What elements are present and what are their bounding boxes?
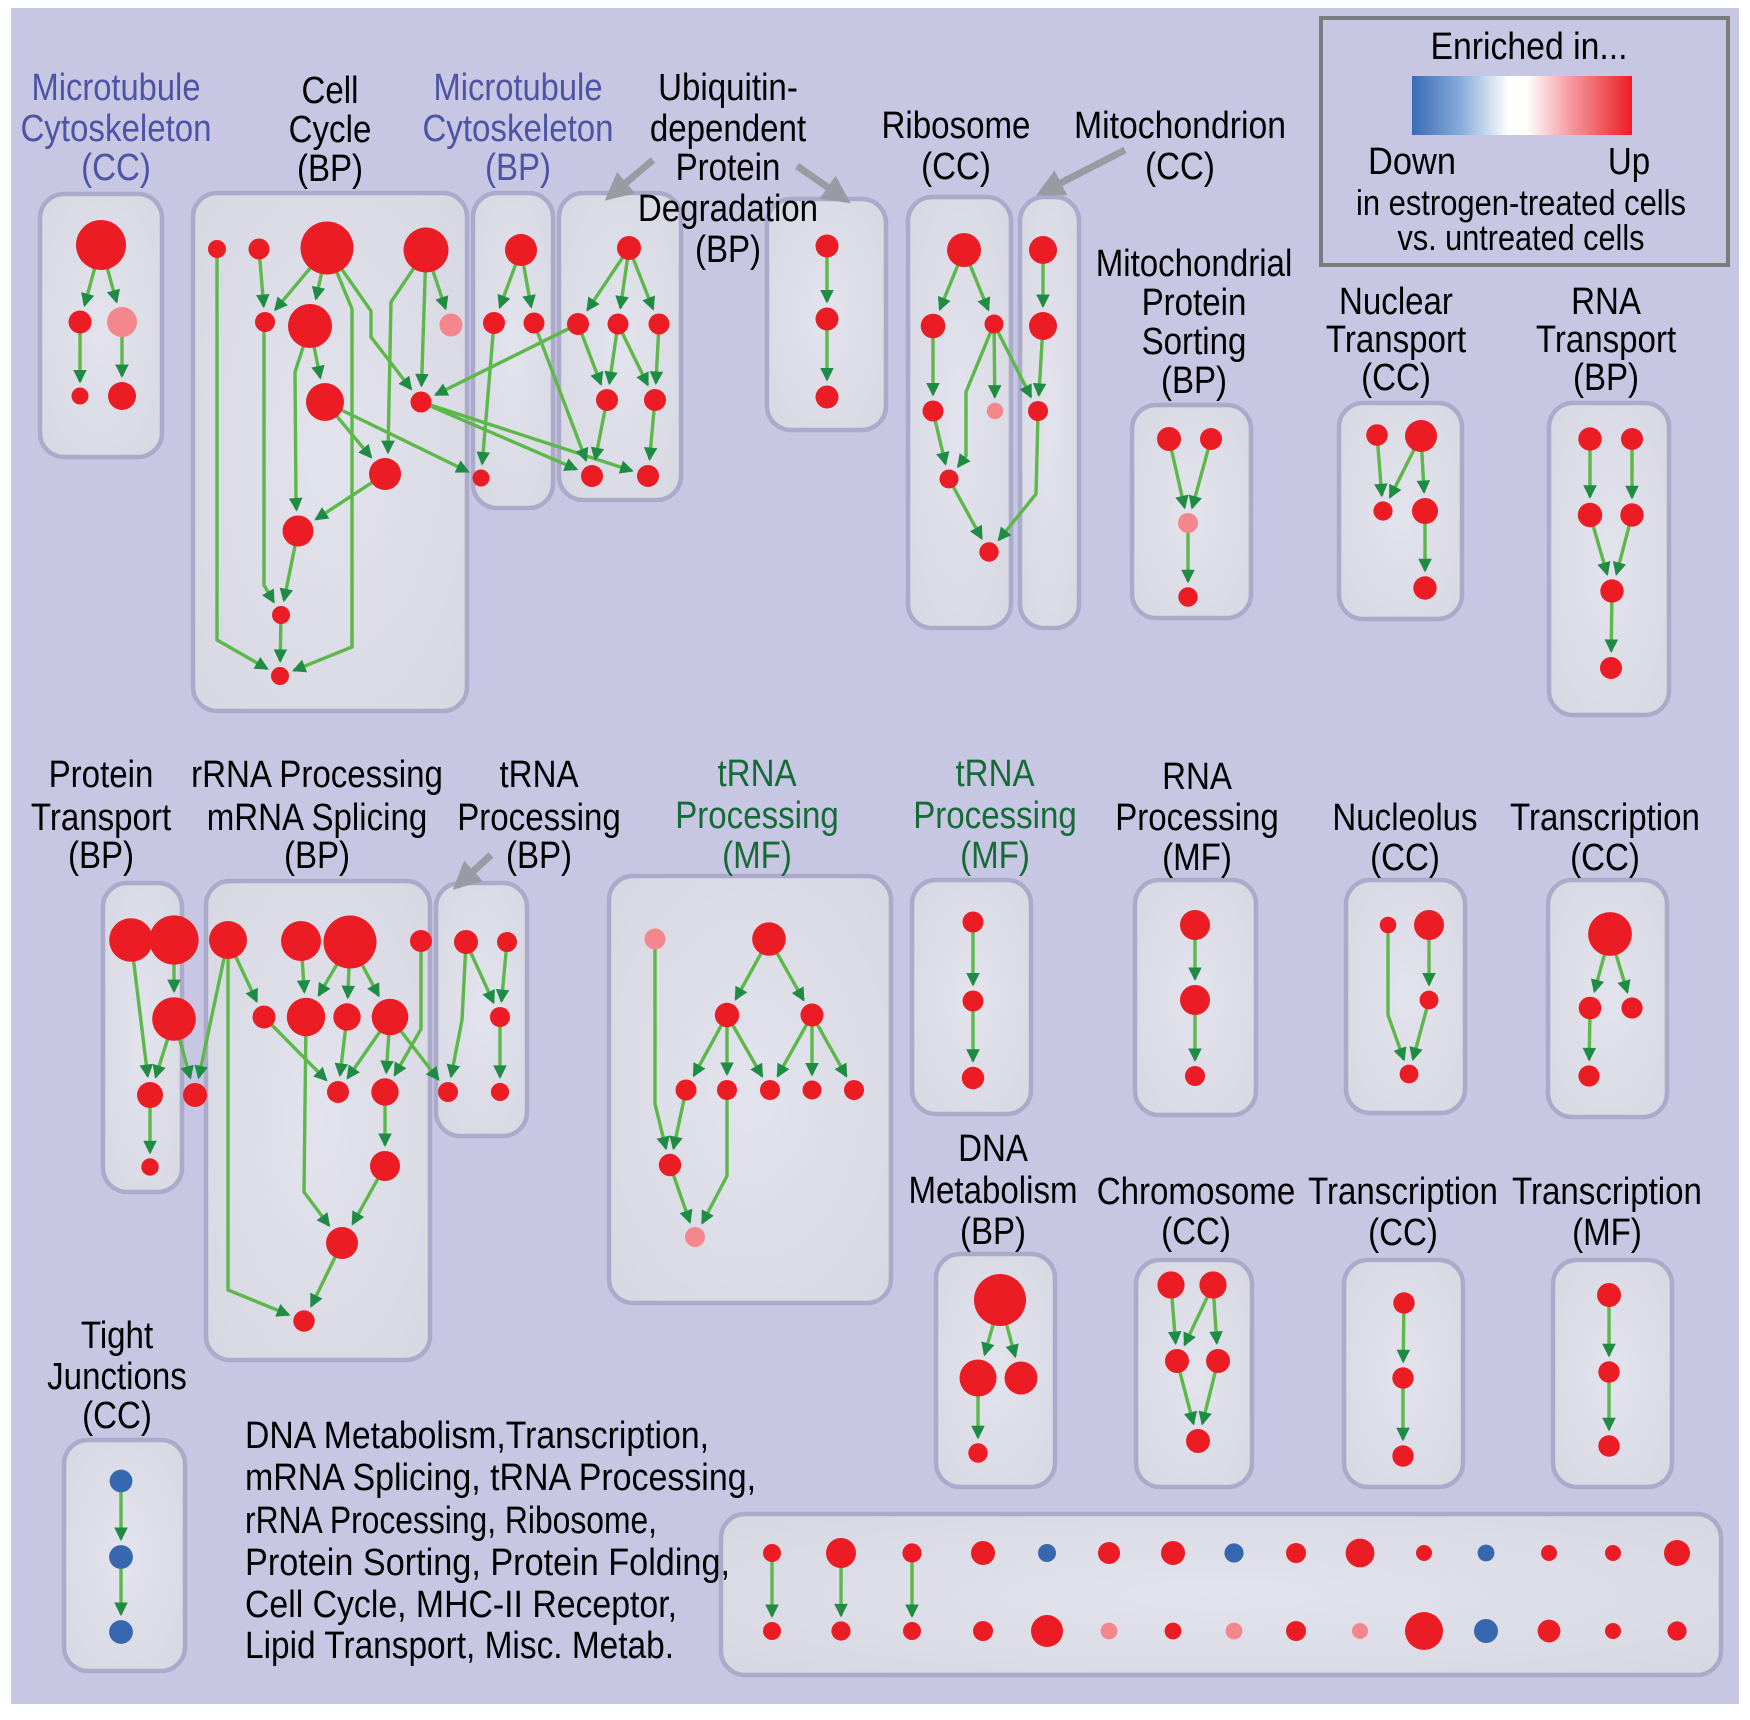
svg-text:Up: Up (1608, 141, 1650, 183)
svg-text:(MF): (MF) (1162, 837, 1232, 879)
svg-text:tRNA: tRNA (956, 753, 1036, 795)
svg-text:(CC): (CC) (1361, 357, 1431, 399)
svg-text:(CC): (CC) (1368, 1212, 1438, 1254)
svg-text:(BP): (BP) (1573, 357, 1639, 399)
svg-text:vs. untreated cells: vs. untreated cells (1398, 217, 1645, 258)
svg-text:Transcription: Transcription (1510, 797, 1700, 839)
svg-text:(MF): (MF) (1572, 1212, 1642, 1254)
svg-text:Mitochondrion: Mitochondrion (1074, 105, 1286, 147)
svg-text:(BP): (BP) (695, 229, 761, 271)
svg-text:(CC): (CC) (82, 1395, 152, 1437)
svg-text:Processing: Processing (913, 795, 1077, 837)
svg-text:Transport: Transport (1536, 319, 1677, 361)
svg-text:(CC): (CC) (1570, 837, 1640, 879)
svg-text:mRNA Splicing: mRNA Splicing (207, 797, 428, 839)
svg-text:Processing: Processing (675, 795, 839, 837)
svg-text:(BP): (BP) (284, 835, 350, 877)
svg-text:(MF): (MF) (722, 835, 792, 877)
svg-text:(BP): (BP) (1161, 360, 1227, 402)
svg-text:tRNA: tRNA (500, 754, 580, 796)
svg-text:Cell Cycle, MHC-II Receptor,: Cell Cycle, MHC-II Receptor, (245, 1584, 677, 1626)
svg-text:RNA: RNA (1162, 756, 1232, 798)
svg-text:Transcription: Transcription (1308, 1171, 1498, 1213)
svg-text:Sorting: Sorting (1142, 321, 1247, 363)
svg-text:Transport: Transport (1326, 319, 1467, 361)
svg-text:Protein Sorting, Protein Foldi: Protein Sorting, Protein Folding, (245, 1542, 730, 1584)
svg-text:Nuclear: Nuclear (1339, 281, 1453, 323)
svg-text:RNA: RNA (1571, 281, 1641, 323)
svg-text:Down: Down (1368, 141, 1456, 183)
svg-text:Mitochondrial: Mitochondrial (1096, 243, 1293, 285)
svg-text:Ribosome: Ribosome (882, 105, 1031, 147)
svg-text:Lipid Transport, Misc. Metab.: Lipid Transport, Misc. Metab. (245, 1625, 674, 1667)
svg-text:(BP): (BP) (506, 835, 572, 877)
svg-text:rRNA Processing: rRNA Processing (191, 754, 443, 796)
svg-text:Cytoskeleton: Cytoskeleton (422, 108, 613, 150)
svg-text:(BP): (BP) (297, 148, 363, 190)
svg-text:(BP): (BP) (68, 835, 134, 877)
svg-text:Enriched in...: Enriched in... (1431, 26, 1628, 68)
svg-text:Microtubule: Microtubule (32, 67, 201, 109)
svg-text:in estrogen-treated cells: in estrogen-treated cells (1356, 182, 1686, 223)
svg-text:DNA Metabolism,Transcription,: DNA Metabolism,Transcription, (245, 1415, 709, 1457)
svg-text:Nucleolus: Nucleolus (1332, 797, 1477, 839)
svg-text:Microtubule: Microtubule (434, 67, 603, 109)
svg-text:Chromosome: Chromosome (1097, 1171, 1296, 1213)
svg-text:(BP): (BP) (960, 1211, 1026, 1253)
svg-text:Transport: Transport (31, 797, 172, 839)
svg-text:Processing: Processing (1115, 797, 1279, 839)
svg-text:(CC): (CC) (81, 147, 151, 189)
svg-text:Processing: Processing (457, 797, 621, 839)
svg-text:(CC): (CC) (921, 146, 991, 188)
svg-text:rRNA Processing, Ribosome,: rRNA Processing, Ribosome, (245, 1500, 657, 1542)
svg-text:dependent: dependent (650, 108, 807, 150)
svg-text:Protein: Protein (1142, 282, 1247, 324)
svg-text:(CC): (CC) (1161, 1211, 1231, 1253)
svg-text:Cytoskeleton: Cytoskeleton (20, 108, 211, 150)
svg-text:Cycle: Cycle (289, 109, 372, 151)
svg-text:Protein: Protein (49, 754, 154, 796)
svg-text:Cell: Cell (302, 70, 359, 112)
svg-text:DNA: DNA (958, 1128, 1028, 1170)
svg-text:Junctions: Junctions (47, 1356, 187, 1398)
svg-text:Transcription: Transcription (1512, 1171, 1702, 1213)
svg-text:Degradation: Degradation (638, 188, 818, 230)
svg-text:(CC): (CC) (1145, 146, 1215, 188)
svg-text:tRNA: tRNA (718, 753, 798, 795)
svg-text:Ubiquitin-: Ubiquitin- (658, 67, 798, 109)
svg-text:mRNA Splicing, tRNA Processing: mRNA Splicing, tRNA Processing, (245, 1457, 756, 1499)
svg-text:(MF): (MF) (960, 835, 1030, 877)
svg-text:(CC): (CC) (1370, 837, 1440, 879)
svg-text:(BP): (BP) (485, 147, 551, 189)
svg-text:Tight: Tight (81, 1315, 154, 1357)
svg-text:Protein: Protein (676, 147, 781, 189)
svg-text:Metabolism: Metabolism (908, 1170, 1077, 1212)
